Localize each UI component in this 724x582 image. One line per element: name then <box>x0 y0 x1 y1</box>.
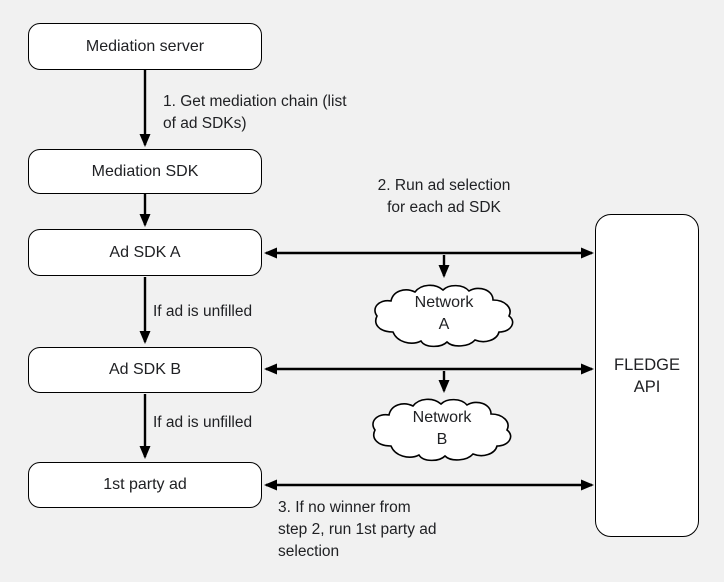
node-ad-sdk-b: Ad SDK B <box>28 347 262 393</box>
node-mediation-server: Mediation server <box>28 23 262 70</box>
annotation-step-2: 2. Run ad selection for each ad SDK <box>377 177 511 216</box>
network-b-label: Network B <box>412 409 472 448</box>
node-ad-sdk-a: Ad SDK A <box>28 229 262 276</box>
annotation-step-1: 1. Get mediation chain (list of ad SDKs) <box>163 93 347 132</box>
annotation-if-unfilled-1: If ad is unfilled <box>153 303 253 320</box>
node-fledge-api: FLEDGE API <box>595 214 699 537</box>
node-first-party-ad: 1st party ad <box>28 462 262 508</box>
network-a-label: Network A <box>414 294 474 333</box>
annotation-if-unfilled-2: If ad is unfilled <box>153 414 253 431</box>
annotation-step-3: 3. If no winner from step 2, run 1st par… <box>278 499 437 560</box>
node-mediation-sdk: Mediation SDK <box>28 149 262 194</box>
